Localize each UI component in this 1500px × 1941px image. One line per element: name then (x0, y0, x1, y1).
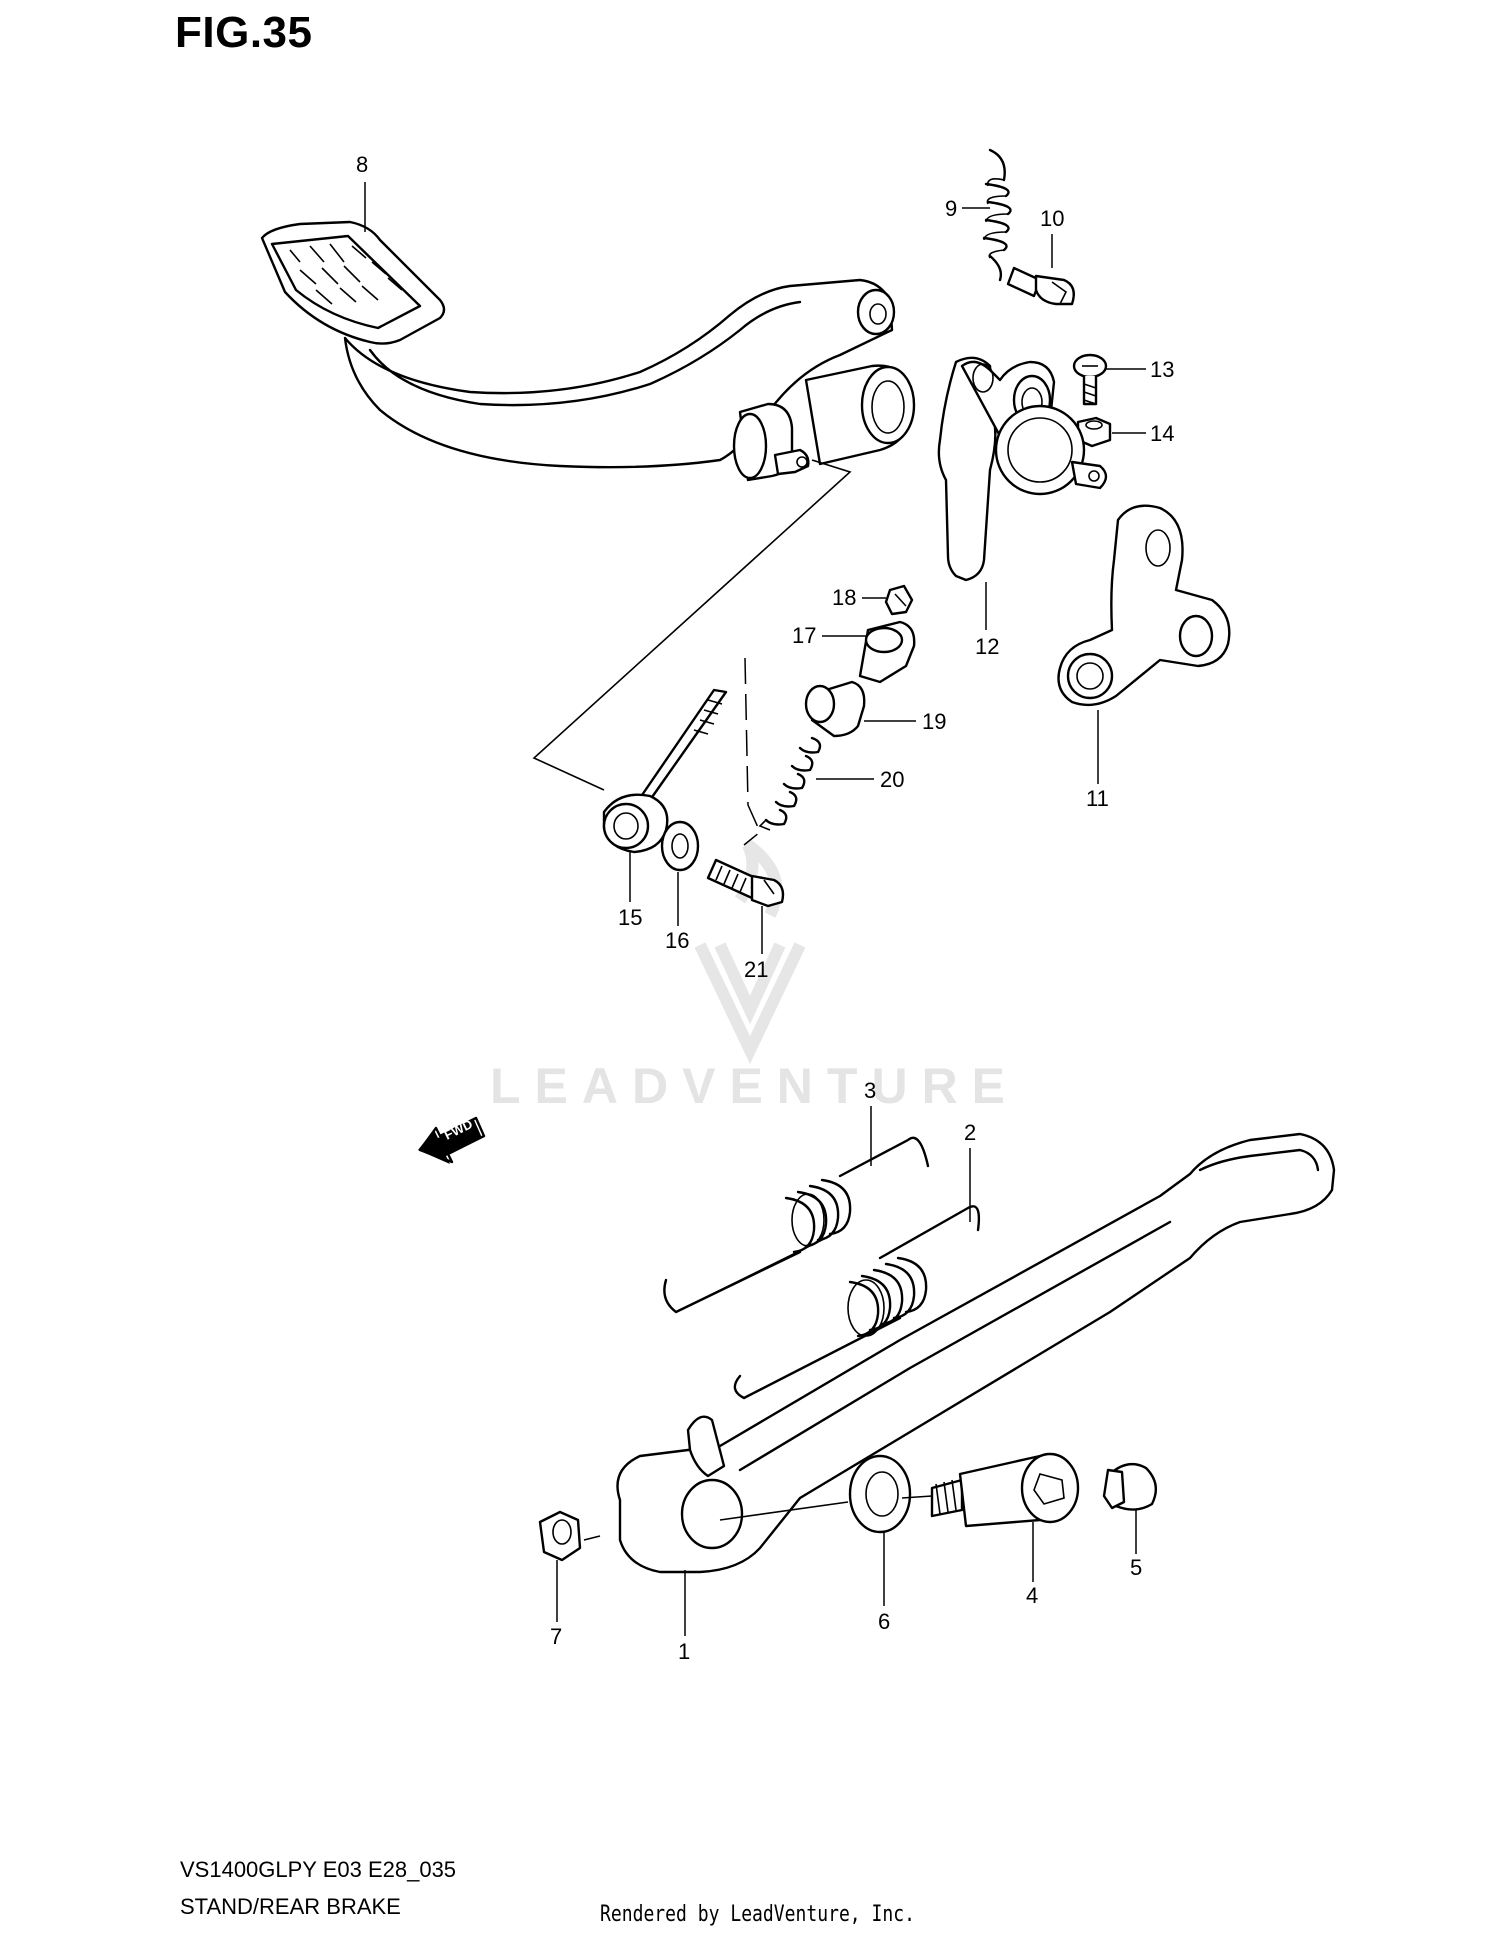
watermark: LEADVENTURE (490, 840, 1019, 1114)
side-stand-part-1 (616, 1132, 1336, 1574)
callout-9: 9 (945, 196, 957, 221)
stop-switch-part-19 (804, 680, 866, 738)
callout-19: 19 (922, 709, 946, 734)
callout-20: 20 (880, 767, 904, 792)
spring-part-3 (663, 1136, 930, 1314)
callout-21: 21 (744, 957, 768, 982)
assembly-lines-upper (532, 459, 852, 846)
bolt-part-21 (706, 858, 785, 908)
callout-8: 8 (356, 152, 368, 177)
callout-16: 16 (665, 928, 689, 953)
washer-part-6 (848, 1454, 912, 1534)
callout-13: 13 (1150, 357, 1174, 382)
callout-10: 10 (1040, 206, 1064, 231)
washer-part-16 (660, 820, 700, 872)
rod-part-15 (602, 688, 728, 854)
cap-nut-part-5 (1102, 1462, 1158, 1511)
callout-14: 14 (1150, 421, 1174, 446)
spring-part-2 (733, 1205, 981, 1400)
callouts: 8 9 10 13 14 12 11 18 17 19 20 15 16 21 … (356, 152, 1174, 1664)
pivot-bolt-part-4 (930, 1452, 1080, 1528)
shoulder-bolt-part-10 (1006, 266, 1075, 306)
callout-15: 15 (618, 905, 642, 930)
callout-4: 4 (1026, 1583, 1038, 1608)
watermark-text: LEADVENTURE (490, 1058, 1019, 1114)
fwd-direction-marker: FWD (418, 1116, 486, 1164)
nut-part-7 (538, 1510, 582, 1562)
render-credit: Rendered by LeadVenture, Inc. (600, 1902, 915, 1927)
clip-part-18 (884, 584, 914, 616)
callout-1: 1 (678, 1639, 690, 1664)
callout-17: 17 (792, 623, 816, 648)
callout-11: 11 (1086, 786, 1109, 811)
callout-12: 12 (975, 634, 999, 659)
callout-18: 18 (832, 585, 856, 610)
model-code: VS1400GLPY E03 E28_035 (180, 1857, 457, 1882)
figure-title: FIG.35 (175, 8, 313, 57)
section-name: STAND/REAR BRAKE (180, 1894, 401, 1919)
callout-3: 3 (864, 1078, 876, 1103)
callout-2: 2 (964, 1120, 976, 1145)
brake-arm-part-12 (937, 356, 1108, 582)
callout-7: 7 (550, 1624, 562, 1649)
assembly-lines-lower (583, 1495, 933, 1541)
switch-spring-part-20 (758, 736, 822, 831)
callout-6: 6 (878, 1609, 890, 1634)
callout-5: 5 (1130, 1555, 1142, 1580)
arm-link-part-11 (1057, 504, 1231, 707)
switch-housing-part-17 (858, 620, 916, 684)
return-spring-part-9 (982, 148, 1012, 282)
screw-part-13 (1072, 353, 1108, 406)
brake-pedal-part-8 (260, 220, 916, 482)
